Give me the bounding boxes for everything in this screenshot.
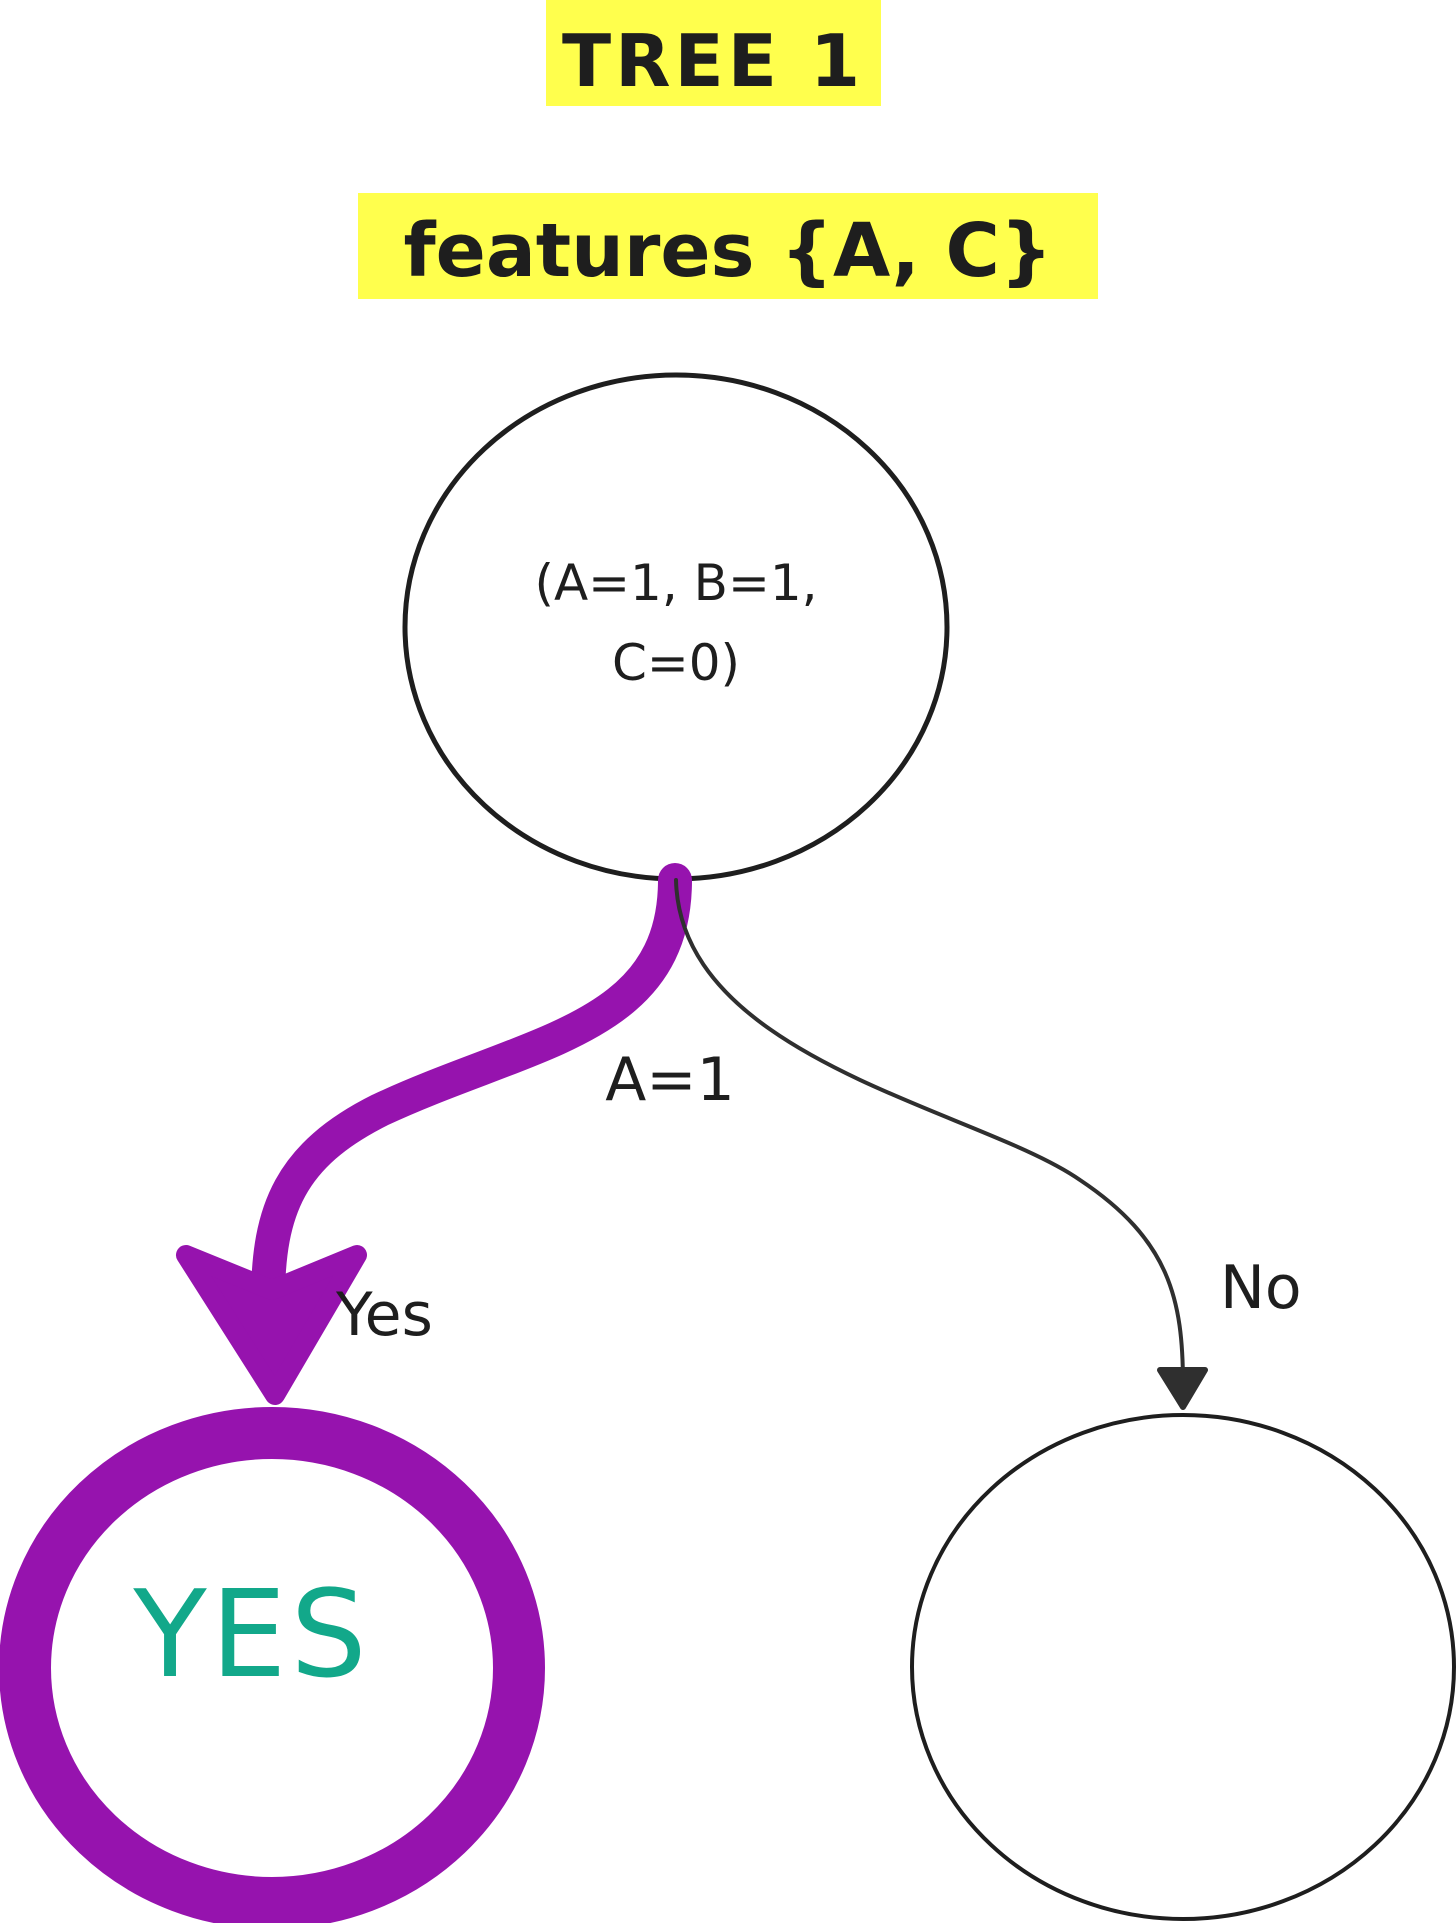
root-node-label-line1: (A=1, B=1, [534, 554, 817, 612]
diagram-title: TREE 1 [562, 19, 864, 103]
yes-leaf-label: YES [132, 1566, 370, 1705]
condition-label: A=1 [605, 1045, 735, 1115]
no-leaf-node [910, 1413, 1456, 1921]
no-branch-label: No [1220, 1253, 1302, 1323]
no-edge [674, 878, 1185, 1387]
subtitle-highlight [358, 193, 1098, 299]
yes-edge [251, 863, 692, 1317]
title-highlight [546, 0, 881, 106]
yes-edge-arrowhead [176, 1245, 367, 1405]
diagram-subtitle: features {A, C} [403, 208, 1052, 294]
root-node [402, 372, 950, 882]
root-node-label-line2: C=0) [612, 634, 740, 692]
no-edge-arrowhead [1157, 1367, 1208, 1410]
yes-leaf-node [0, 1407, 545, 1923]
yes-branch-label: Yes [335, 1280, 433, 1350]
